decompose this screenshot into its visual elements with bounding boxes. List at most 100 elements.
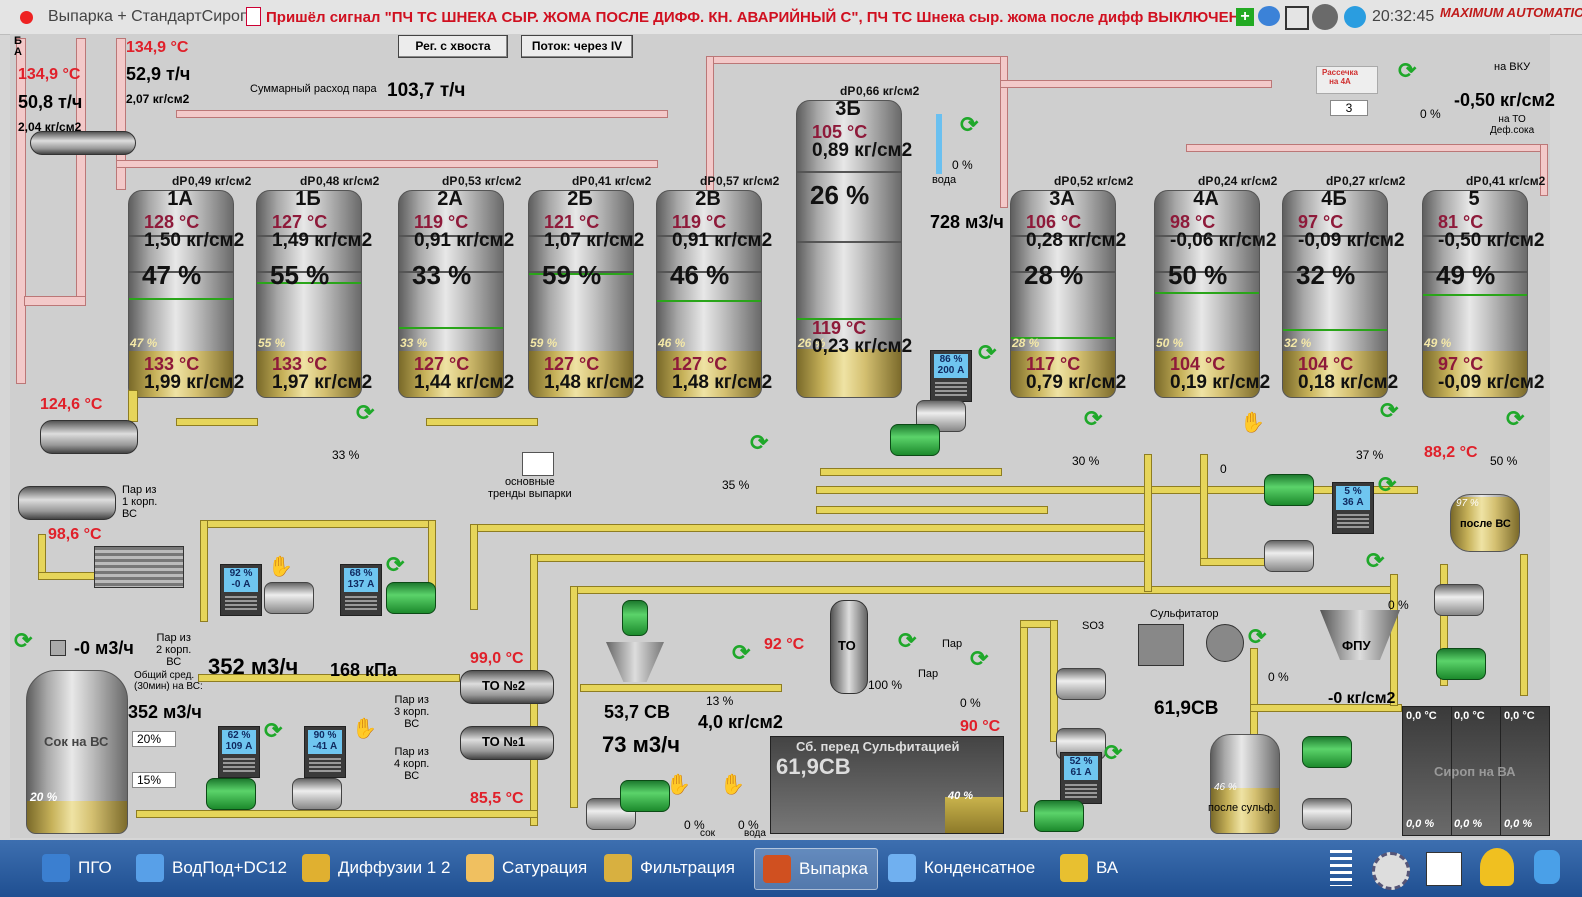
manual-mode-icon[interactable]: ✋	[268, 556, 293, 578]
pump-meter-124[interactable]: 68 % 137 А	[340, 564, 382, 616]
pump-meter-4a[interactable]: 5 % 36 А	[1332, 482, 1374, 534]
mixer-motor[interactable]	[622, 600, 648, 636]
pump-124[interactable]	[386, 582, 436, 614]
sync-icon[interactable]: ⟳	[356, 400, 375, 425]
taskbar-item-5[interactable]: Фильтрация	[596, 848, 750, 888]
flow-mode-button[interactable]: Поток: через IV	[521, 35, 633, 58]
juice-pipe	[816, 486, 1418, 494]
juice-pipe	[1250, 704, 1402, 712]
sync-icon[interactable]: ⟳	[750, 430, 769, 455]
steam-from-4: Пар из 4 корп. ВС	[394, 746, 430, 782]
sync-icon[interactable]: ⟳	[1084, 406, 1103, 431]
sync-icon[interactable]: ⟳	[1378, 472, 1397, 497]
title-bar: Выпарка + СтандартСироп Пришёл сигнал "П…	[0, 0, 1582, 35]
after-sulf-label: после сульф.	[1208, 802, 1277, 814]
manual-mode-icon[interactable]: ✋	[1240, 412, 1265, 434]
pump-as-2[interactable]	[1302, 798, 1352, 830]
menu-icon[interactable]	[1330, 850, 1352, 886]
pump-bm2[interactable]	[620, 780, 670, 812]
rassech-box[interactable]	[1316, 66, 1378, 94]
pump-fpu-1[interactable]	[1434, 584, 1484, 616]
sync-icon[interactable]: ⟳	[978, 340, 997, 365]
pump-119[interactable]	[292, 778, 342, 810]
rassech-input[interactable]: 3	[1330, 100, 1368, 116]
alarm-text[interactable]: Пришёл сигнал "ПЧ ТС ШНЕКА СЫР. ЖОМА ПОС…	[266, 9, 1252, 26]
sync-icon[interactable]: ⟳	[960, 112, 979, 137]
hand-pointer-icon[interactable]	[1534, 850, 1560, 884]
evaporator-temp-top: 98 °C	[1170, 212, 1216, 232]
taskbar-item-1[interactable]: ПГО	[34, 848, 124, 888]
pump-4a[interactable]	[1264, 474, 1314, 506]
evaporator-temp-bottom: 133 °C	[144, 354, 200, 374]
pump-as-1[interactable]	[1302, 736, 1352, 768]
pump-meter-3b[interactable]: 86 % 200 А	[930, 350, 972, 402]
pump-fpu-2[interactable]	[1436, 648, 1486, 680]
user-icon[interactable]	[1312, 4, 1338, 30]
evaporator-temp-top: 121 °C	[544, 212, 600, 232]
telegram-icon[interactable]	[1344, 6, 1366, 28]
sync-icon[interactable]: ⟳	[898, 628, 917, 653]
pump-s3[interactable]	[1034, 800, 1084, 832]
evaporator-temp-top: 81 °C	[1438, 212, 1484, 232]
sync-icon[interactable]: ⟳	[970, 646, 989, 671]
pump-3b-2[interactable]	[890, 424, 940, 456]
dp-label: dP	[572, 174, 588, 188]
valve-122-pos: 13 %	[706, 694, 734, 708]
sync-icon[interactable]: ⟳	[14, 628, 33, 653]
syrup-temp-3: 0,0 °C	[1504, 710, 1535, 722]
sync-icon[interactable]: ⟳	[732, 640, 751, 665]
juice-pipe	[820, 468, 1002, 476]
taskbar-item-8[interactable]: ВА	[1052, 848, 1132, 888]
evaporator-body	[656, 190, 762, 398]
pump-4b[interactable]	[1264, 540, 1314, 572]
taskbar-item-4[interactable]: Сатурация	[458, 848, 592, 888]
taskbar-item-2[interactable]: ВодПод+DC12	[128, 848, 290, 888]
pump-123[interactable]	[264, 582, 314, 614]
pump-meter-119[interactable]: 90 % -41 А	[304, 726, 346, 778]
plus-icon[interactable]: +	[1236, 8, 1254, 26]
taskbar-item-3[interactable]: Диффузии 1 2	[294, 848, 454, 888]
manual-mode-icon[interactable]: ✋	[720, 774, 745, 796]
juice-pipe	[200, 520, 432, 528]
sync-icon[interactable]: ⟳	[1366, 548, 1385, 573]
trends-label[interactable]: основные тренды выпарки	[488, 476, 572, 500]
evaporator-level-pct: 49 %	[1436, 260, 1496, 290]
juice-pipe	[570, 586, 1392, 594]
chat-icon[interactable]	[1258, 6, 1280, 26]
dp-label: dP	[1466, 174, 1482, 188]
sync-icon[interactable]: ⟳	[1380, 398, 1399, 423]
sync-icon[interactable]: ⟳	[386, 552, 405, 577]
syrup-label: Сироп на ВА	[1434, 764, 1516, 779]
pump-meter-123[interactable]: 92 % -0 А	[220, 564, 262, 616]
chart-icon[interactable]	[1426, 852, 1462, 886]
network-icon[interactable]	[1285, 6, 1309, 30]
settings-icon[interactable]	[1372, 852, 1410, 890]
sync-icon[interactable]: ⟳	[1248, 624, 1267, 649]
sync-icon[interactable]: ⟳	[1398, 58, 1417, 83]
sync-icon[interactable]: ⟳	[264, 718, 283, 743]
juice-pipe	[1200, 454, 1208, 566]
water-valve-121[interactable]	[50, 640, 66, 656]
sync-icon[interactable]: ⟳	[1104, 740, 1123, 765]
pump-118[interactable]	[206, 778, 256, 810]
manual-mode-icon[interactable]: ✋	[352, 718, 377, 740]
trends-icon[interactable]	[522, 452, 554, 476]
steam-pipe	[116, 160, 658, 168]
setpoint-15[interactable]: 15%	[132, 772, 176, 788]
clipboard-icon[interactable]	[246, 7, 261, 26]
evaporator-temp-bottom: 119 °C	[812, 318, 867, 338]
juice-pipe	[426, 418, 538, 426]
taskbar-item-7[interactable]: Конденсатное	[880, 848, 1048, 888]
manual-mode-icon[interactable]: ✋	[666, 774, 691, 796]
pump-s1[interactable]	[1056, 668, 1106, 700]
pump-meter-118[interactable]: 62 % 109 А	[218, 726, 260, 778]
pump-meter-s[interactable]: 52 % 61 А	[1060, 752, 1102, 804]
reg-tail-button[interactable]: Рег. с хвоста	[398, 35, 508, 58]
setpoint-20[interactable]: 20%	[132, 731, 176, 747]
taskbar-item-6[interactable]: Выпарка	[754, 848, 878, 890]
evaporator-dp: 0,24 кг/см2	[1214, 174, 1278, 188]
syrup-level-3: 0,0 %	[1504, 818, 1533, 830]
sync-icon[interactable]: ⟳	[1506, 406, 1525, 431]
taskbar-label: Сатурация	[502, 858, 588, 877]
worker-icon[interactable]	[1480, 848, 1514, 886]
